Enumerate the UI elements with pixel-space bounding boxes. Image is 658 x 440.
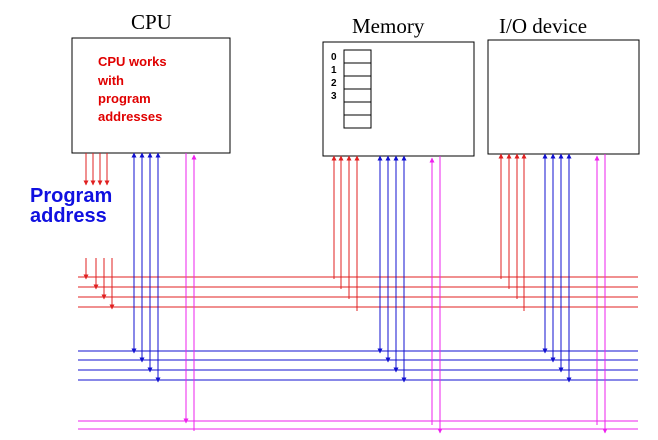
cpu-address-out	[83, 153, 110, 186]
memory-title: Memory	[352, 14, 425, 38]
memory-cell-label-3: 3	[331, 91, 337, 102]
control-bus	[78, 420, 638, 430]
cpu-box	[71, 37, 231, 154]
cpu-note-line-3: program	[98, 91, 151, 106]
io-device-box	[487, 39, 640, 155]
cpu-note: CPU works with program addresses	[97, 54, 167, 124]
io-control-lines	[594, 154, 608, 434]
memory-cell	[343, 101, 372, 116]
memory-cell	[343, 62, 372, 77]
memory-cells	[343, 49, 372, 129]
program-address-to-bus	[83, 258, 115, 310]
program-address-line-2: address	[30, 205, 107, 227]
cpu-note-line-4: addresses	[98, 109, 162, 124]
memory-control-lines	[429, 156, 443, 434]
program-address-line-1: Program	[30, 185, 112, 207]
memory-cell	[343, 114, 372, 129]
memory-cell-label-0: 0	[331, 52, 337, 63]
memory-cell	[343, 75, 372, 90]
io-data-lines	[542, 153, 572, 383]
memory-cell	[343, 88, 372, 103]
cpu-title: CPU	[131, 10, 172, 34]
address-bus	[78, 276, 638, 308]
io-address-lines	[498, 153, 527, 311]
memory-cell-label-2: 2	[331, 78, 337, 89]
memory-cell	[343, 49, 372, 64]
cpu-note-line-1: CPU works	[98, 54, 167, 69]
memory-address-lines	[331, 155, 360, 311]
program-address-label: Program address	[30, 185, 112, 227]
cpu-note-line-2: with	[97, 73, 124, 88]
data-bus	[78, 350, 638, 381]
io-device-title: I/O device	[499, 14, 587, 38]
memory-cell-labels: 0 1 2 3	[331, 52, 337, 102]
cpu-control-lines	[183, 153, 197, 431]
memory-cell-label-1: 1	[331, 65, 337, 76]
memory-data-lines	[377, 155, 407, 383]
cpu-data-lines	[131, 152, 161, 383]
